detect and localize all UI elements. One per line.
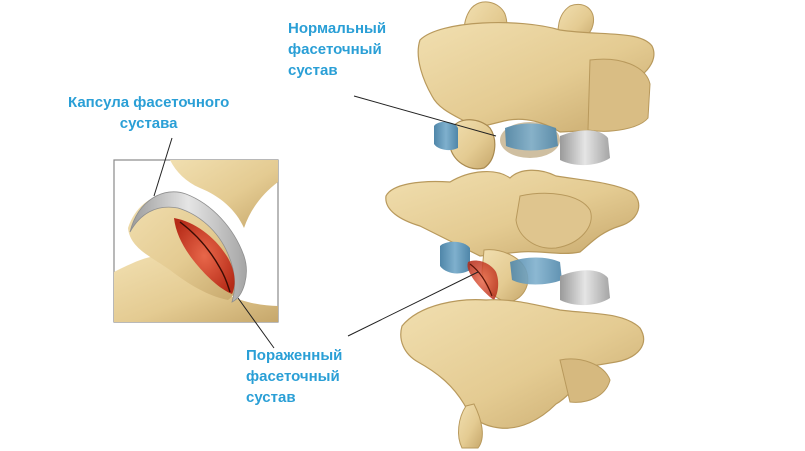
leader-lines bbox=[153, 95, 497, 349]
leader-line-damaged-inset bbox=[237, 297, 275, 349]
middle-discs bbox=[440, 241, 610, 306]
leader-line-normal bbox=[353, 95, 497, 137]
upper-discs bbox=[434, 121, 610, 166]
leader-line-damaged-spine bbox=[347, 271, 479, 337]
leader-line-capsule bbox=[153, 137, 173, 197]
damaged-facet-label: Пораженный фасеточный сустав bbox=[246, 347, 343, 406]
inset-box bbox=[113, 159, 279, 323]
damaged-facet-joint bbox=[467, 260, 499, 300]
capsule-label: Капсула фасеточного сустава bbox=[68, 94, 230, 132]
normal-facet-label: Нормальный фасеточный сустав bbox=[288, 20, 387, 79]
lower-vertebra bbox=[400, 299, 645, 449]
